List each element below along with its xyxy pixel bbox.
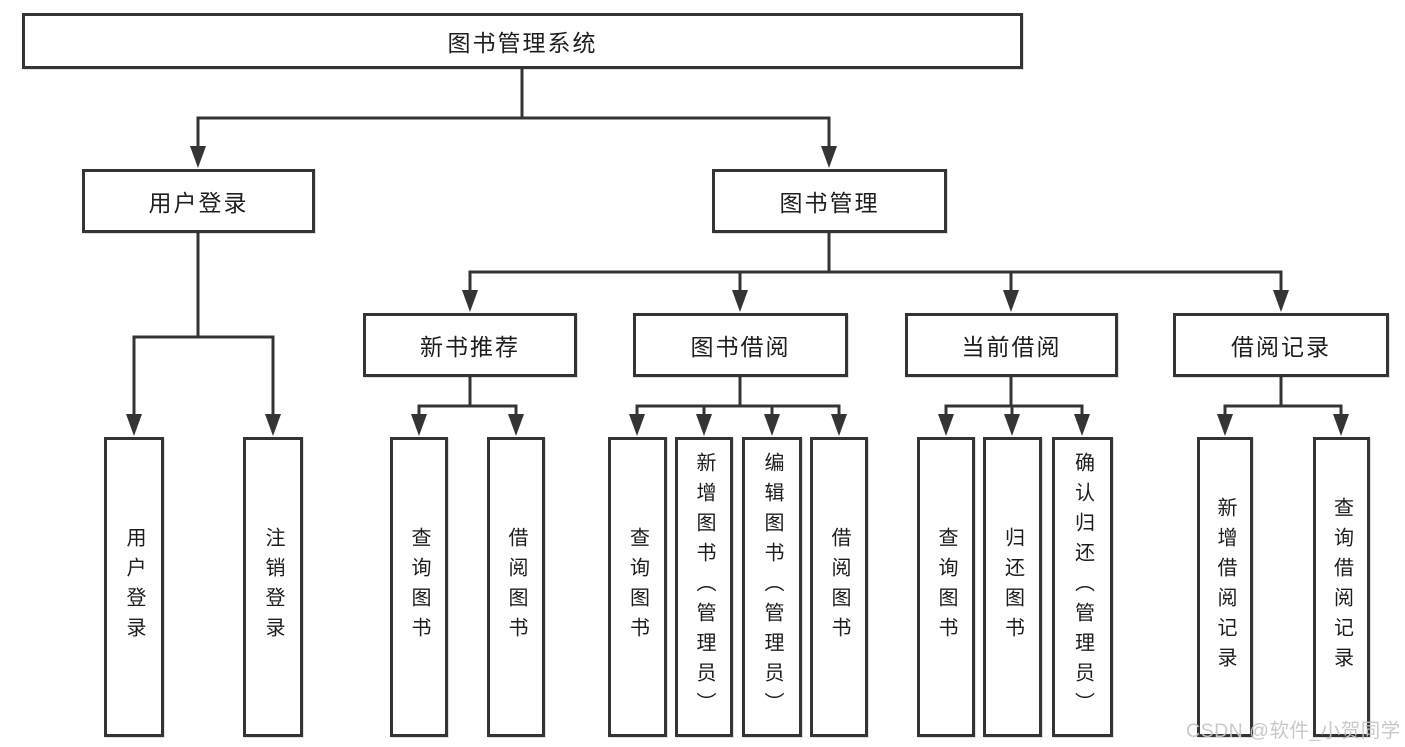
leaf-current-confirm-return-admin: 确认归还（管理员） xyxy=(1052,437,1113,737)
node-label: 归还图书 xyxy=(1001,527,1024,647)
leaf-newbook-borrow-books: 借阅图书 xyxy=(487,437,545,737)
leaf-current-query-books: 查询图书 xyxy=(917,437,975,737)
node-label: 查询图书 xyxy=(626,527,649,647)
node-label: 借阅图书 xyxy=(828,527,850,647)
node-label: 查询图书 xyxy=(408,527,430,647)
node-label: 用户登录 xyxy=(123,527,145,647)
node-label: 确认归还（管理员） xyxy=(1071,452,1094,722)
node-label: 借阅记录 xyxy=(1231,334,1331,360)
node-label: 借阅图书 xyxy=(505,527,527,647)
node-label: 图书管理 xyxy=(779,190,880,216)
node-new-book-recommend: 新书推荐 xyxy=(363,313,577,377)
leaf-user-login: 用户登录 xyxy=(104,437,164,737)
node-label: 查询借阅记录 xyxy=(1330,497,1353,677)
node-label: 编辑图书（管理员） xyxy=(761,452,783,722)
node-book-borrowing: 图书借阅 xyxy=(633,313,848,377)
node-label: 查询图书 xyxy=(935,527,957,647)
node-current-borrowing: 当前借阅 xyxy=(905,313,1118,377)
leaf-borrowing-query-books: 查询图书 xyxy=(608,437,667,737)
leaf-newbook-query-books: 查询图书 xyxy=(390,437,448,737)
leaf-borrowing-edit-books-admin: 编辑图书（管理员） xyxy=(742,437,802,737)
node-label: 用户登录 xyxy=(148,190,249,216)
node-label: 注销登录 xyxy=(262,527,284,647)
node-library-management-system: 图书管理系统 xyxy=(22,13,1023,69)
node-label: 新增图书（管理员） xyxy=(693,452,715,722)
node-label: 新书推荐 xyxy=(420,334,520,360)
leaf-current-return-books: 归还图书 xyxy=(983,437,1042,737)
leaf-borrowing-borrow-books: 借阅图书 xyxy=(810,437,868,737)
leaf-records-add-record: 新增借阅记录 xyxy=(1197,437,1253,737)
csdn-watermark: CSDN @软件_小贺同学 xyxy=(1186,720,1401,742)
node-label: 图书借阅 xyxy=(690,334,791,360)
node-borrowing-records: 借阅记录 xyxy=(1173,313,1389,377)
leaf-borrowing-add-books-admin: 新增图书（管理员） xyxy=(675,437,733,737)
node-label: 当前借阅 xyxy=(961,334,1062,360)
node-label: 新增借阅记录 xyxy=(1214,497,1236,677)
leaf-logout: 注销登录 xyxy=(243,437,303,737)
node-user-login: 用户登录 xyxy=(82,169,315,233)
node-book-management: 图书管理 xyxy=(712,169,947,233)
leaf-records-query-record: 查询借阅记录 xyxy=(1313,437,1370,737)
node-label: 图书管理系统 xyxy=(447,30,598,56)
